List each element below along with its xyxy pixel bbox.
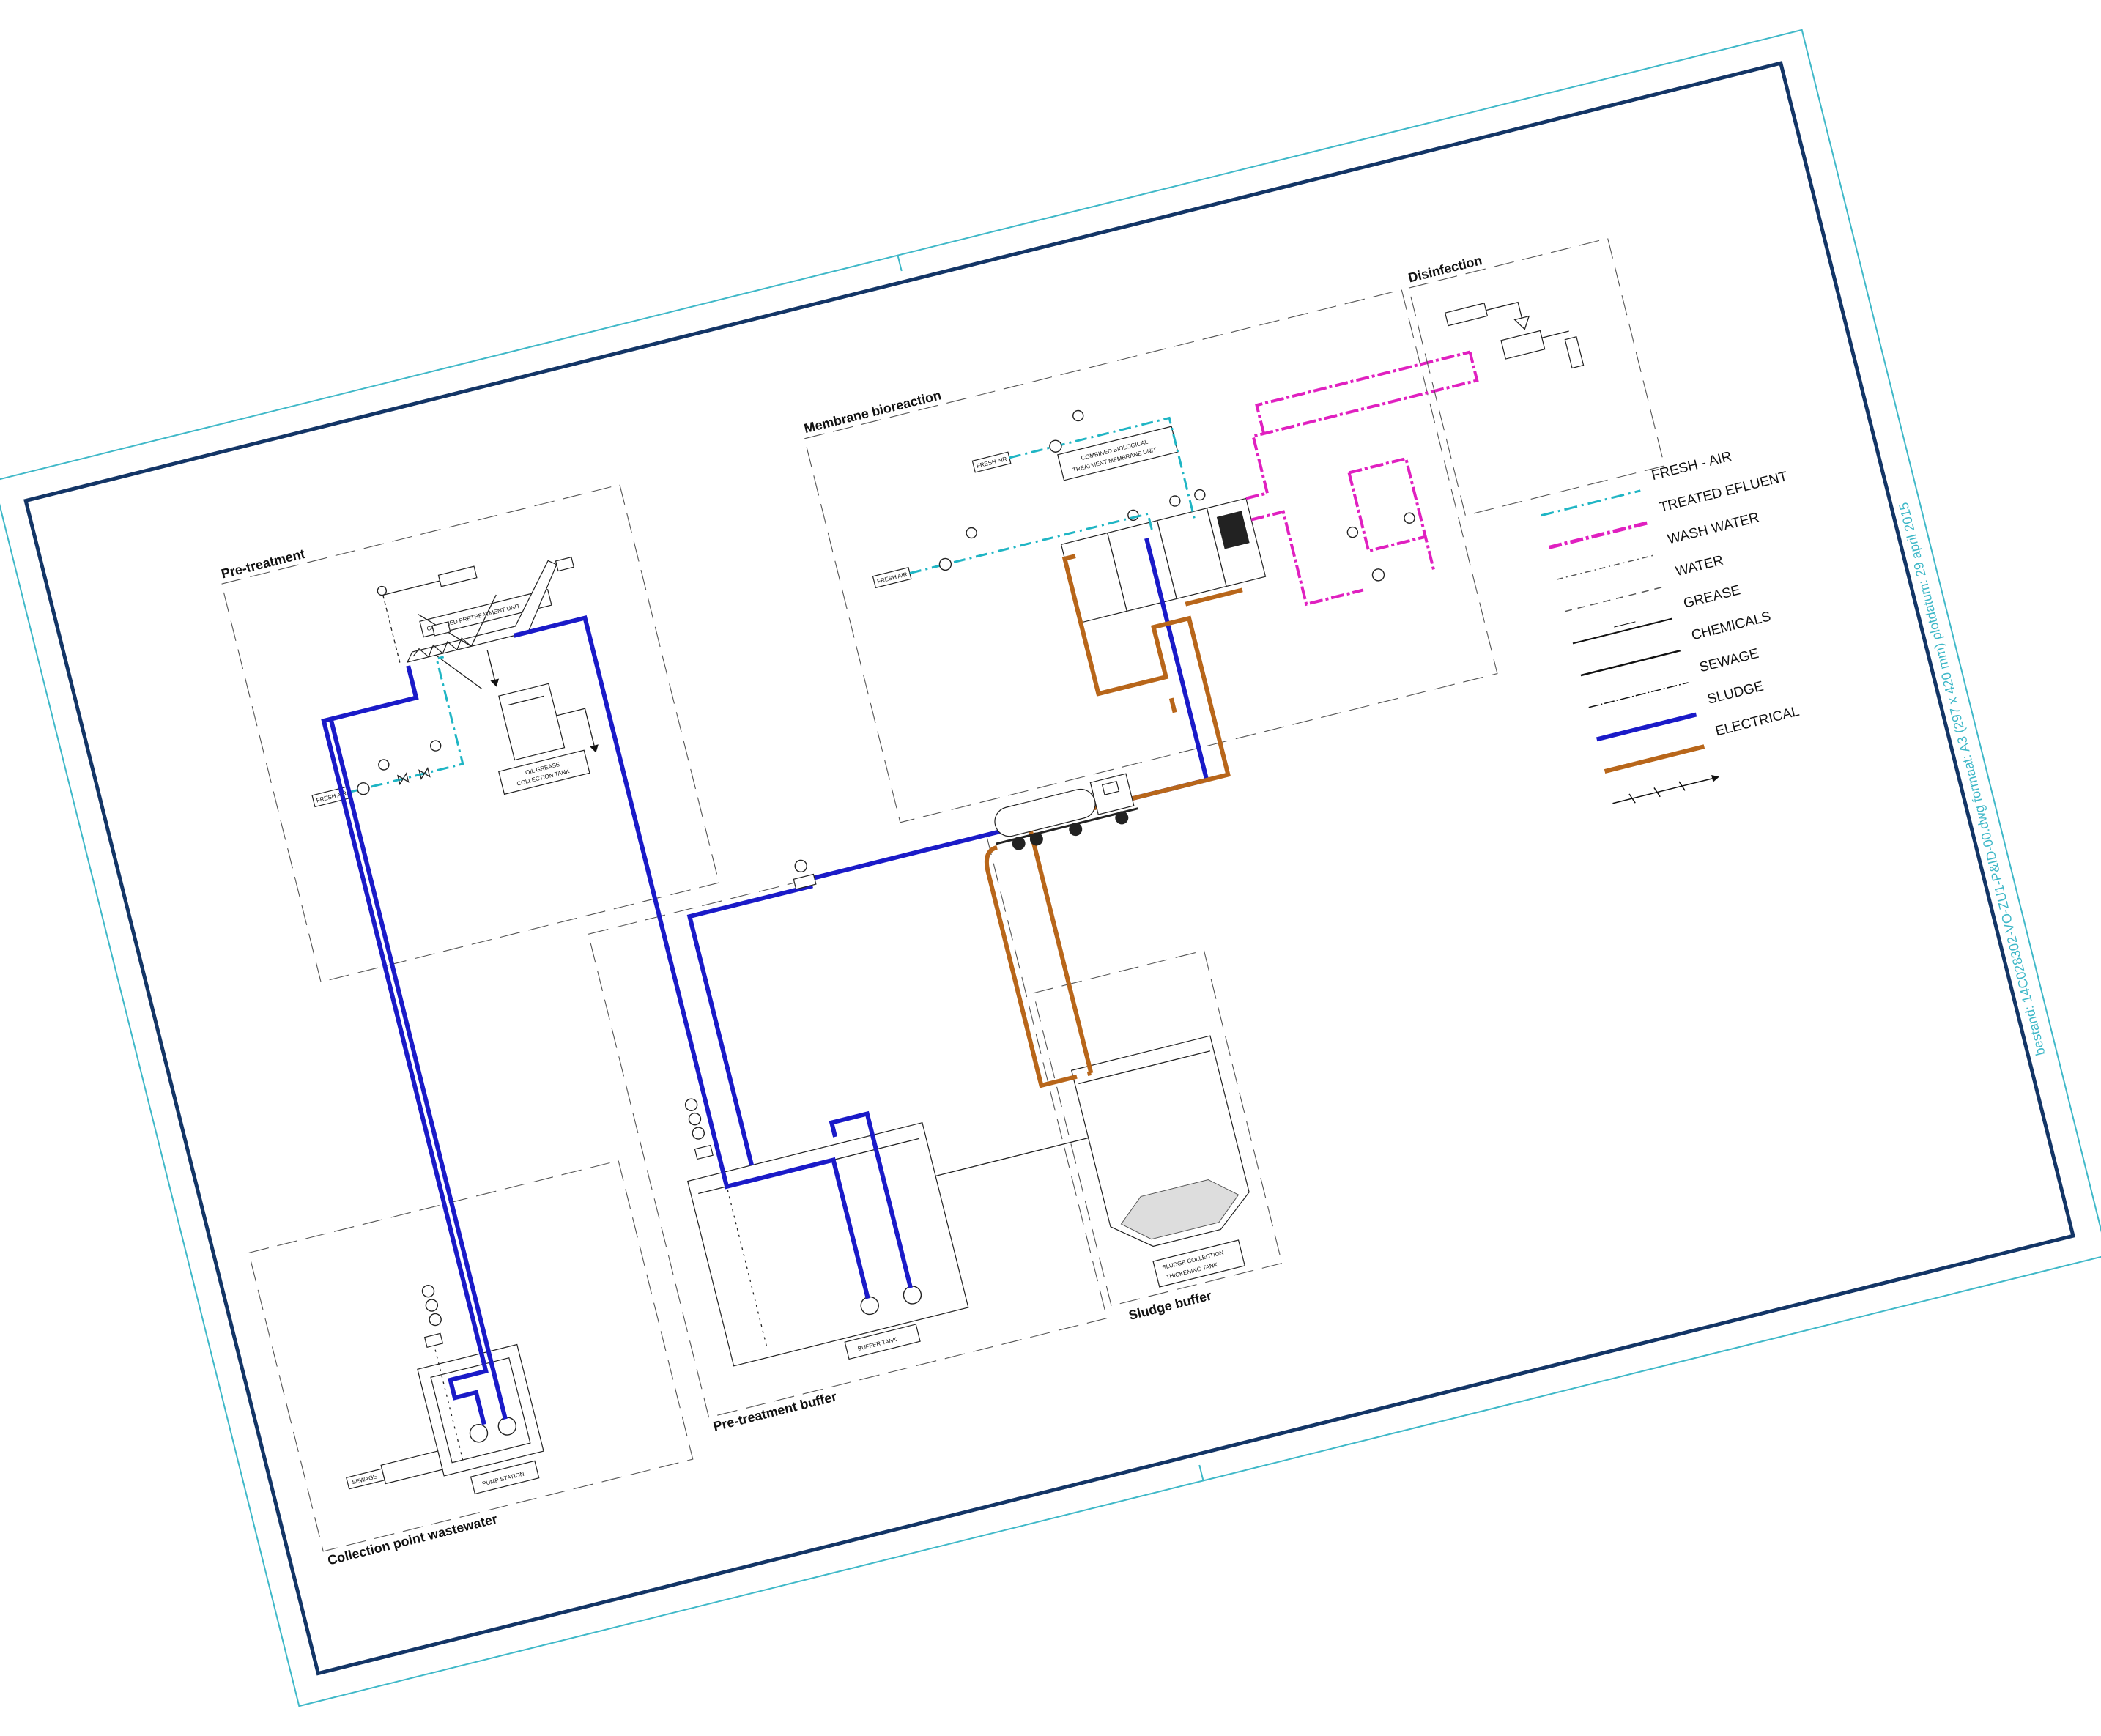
blower-icon	[938, 557, 952, 571]
area-pre-treatment	[221, 484, 720, 983]
svg-text:SLUDGE: SLUDGE	[1706, 679, 1765, 708]
gauge-icon	[688, 1112, 702, 1126]
svg-text:SEWAGE: SEWAGE	[1698, 646, 1760, 675]
gauge-icon	[1127, 509, 1139, 522]
gauge-icon	[1404, 512, 1415, 524]
sewage-line-buffer-pump	[829, 1110, 913, 1288]
sewage-line-pump-to-pretreat	[321, 665, 489, 1425]
gauge-icon	[1194, 489, 1206, 501]
gauge-icon	[1169, 495, 1181, 507]
pump-icon	[1371, 568, 1385, 582]
membrane-module	[1216, 511, 1250, 549]
gauge-icon	[378, 759, 390, 771]
gauge-icon	[1072, 409, 1084, 422]
drawing-rotated: bestand: 14C028302-VO-ZU1-P&ID-00.dwg fo…	[0, 29, 2101, 1707]
area-collection-point	[248, 1160, 694, 1552]
sewage-line-pretreat-to-buffer	[513, 615, 870, 1299]
area-pre-treatment-buffer	[588, 834, 1108, 1418]
svg-text:ELECTRICAL: ELECTRICAL	[1714, 704, 1801, 740]
svg-text:FRESH - AIR: FRESH - AIR	[1650, 449, 1733, 483]
legend: FRESH - AIR TREATED EFLUENT WASH WATER W…	[1541, 449, 1801, 804]
outer-sheet-border	[0, 29, 2101, 1707]
area-title-membrane-bioreaction: Membrane bioreaction	[803, 387, 943, 436]
svg-text:GREASE: GREASE	[1682, 582, 1742, 612]
gauge-icon	[421, 1284, 435, 1298]
fresh-air-lines-mbr: FRESH AIR FRESH AIR	[872, 409, 1196, 589]
area-title-disinfection: Disinfection	[1407, 253, 1483, 285]
instrument-tag-top	[437, 565, 478, 587]
gauge-icon	[794, 859, 807, 873]
valve-icon	[396, 772, 410, 786]
level-sensor	[719, 1157, 768, 1351]
inlet-pipe	[380, 1450, 443, 1485]
area-sludge-buffer	[1032, 950, 1283, 1307]
gauge-icon	[966, 527, 977, 539]
gauge-icon	[684, 1098, 698, 1111]
blower-icon	[1049, 439, 1062, 453]
chemical-container-icon	[1564, 336, 1585, 369]
sludge-line-truck-to-tank	[984, 845, 1092, 1088]
gauge-icon	[1346, 526, 1359, 538]
skip-icon	[431, 621, 451, 637]
buffer-tank: BUFFER TANK	[684, 1098, 969, 1367]
drawing-frame	[23, 61, 2075, 1676]
disinfection-tank	[1500, 330, 1546, 360]
legend-item-wash-water: WASH WATER	[1557, 510, 1761, 580]
combined-biological-treatment-membrane-unit: COMBINED BIOLOGICAL TREATMENT MEMBRANE U…	[1057, 426, 1267, 623]
sludge-tanker-truck-icon	[994, 773, 1139, 850]
sewage-line-pump-riser	[328, 718, 508, 1420]
center-mark-top	[897, 255, 903, 272]
valve-icon	[418, 766, 431, 780]
svg-text:CHEMICALS: CHEMICALS	[1690, 609, 1773, 643]
area-title-pre-treatment: Pre-treatment	[220, 546, 306, 582]
svg-text:WASH WATER: WASH WATER	[1666, 510, 1760, 547]
file-metadata: bestand: 14C028302-VO-ZU1-P&ID-00.dwg fo…	[1896, 501, 2048, 1057]
oil-grease-collection-tank: OIL GREASE COLLECTION TANK	[498, 683, 599, 795]
legend-item-fresh-air: FRESH - AIR	[1541, 449, 1733, 517]
center-mark-bottom	[1198, 1464, 1204, 1481]
gauge-icon	[429, 1313, 442, 1327]
sewage-lines	[321, 538, 1209, 1425]
area-title-collection-point: Collection point wastewater	[326, 1511, 499, 1568]
treated-effluent-lines	[1245, 350, 1479, 607]
area-title-pre-treatment-buffer: Pre-treatment buffer	[711, 1389, 838, 1433]
pump-station: PUMP STATION SEWAGE	[346, 1284, 544, 1495]
dosing-funnel-icon	[1513, 315, 1530, 330]
gauge-icon	[429, 740, 442, 752]
legend-item-electrical: ELECTRICAL	[1604, 704, 1801, 774]
svg-text:WATER: WATER	[1674, 553, 1725, 579]
gauge-icon	[425, 1299, 439, 1312]
legend-item-chemicals: CHEMICALS	[1580, 609, 1773, 677]
gauge-icon	[692, 1127, 705, 1140]
area-title-sludge-buffer: Sludge buffer	[1127, 1288, 1213, 1322]
legend-item-ticked-line	[1612, 774, 1719, 804]
arrow-down-icon	[490, 678, 500, 687]
skip-icon-2	[555, 556, 575, 572]
submersible-pump-icon	[469, 1424, 489, 1443]
overflow-line	[935, 1137, 1089, 1177]
disinfection-unit	[1444, 301, 1585, 369]
fresh-air-line-pretreatment: FRESH AIR	[311, 656, 464, 808]
area-disinfection	[1408, 237, 1665, 516]
blower-icon	[357, 782, 370, 795]
pressure-gauge-icon	[377, 585, 388, 596]
sludge-collection-thickening-tank: SLUDGE COLLECTION THICKENING TANK	[1070, 1035, 1250, 1288]
